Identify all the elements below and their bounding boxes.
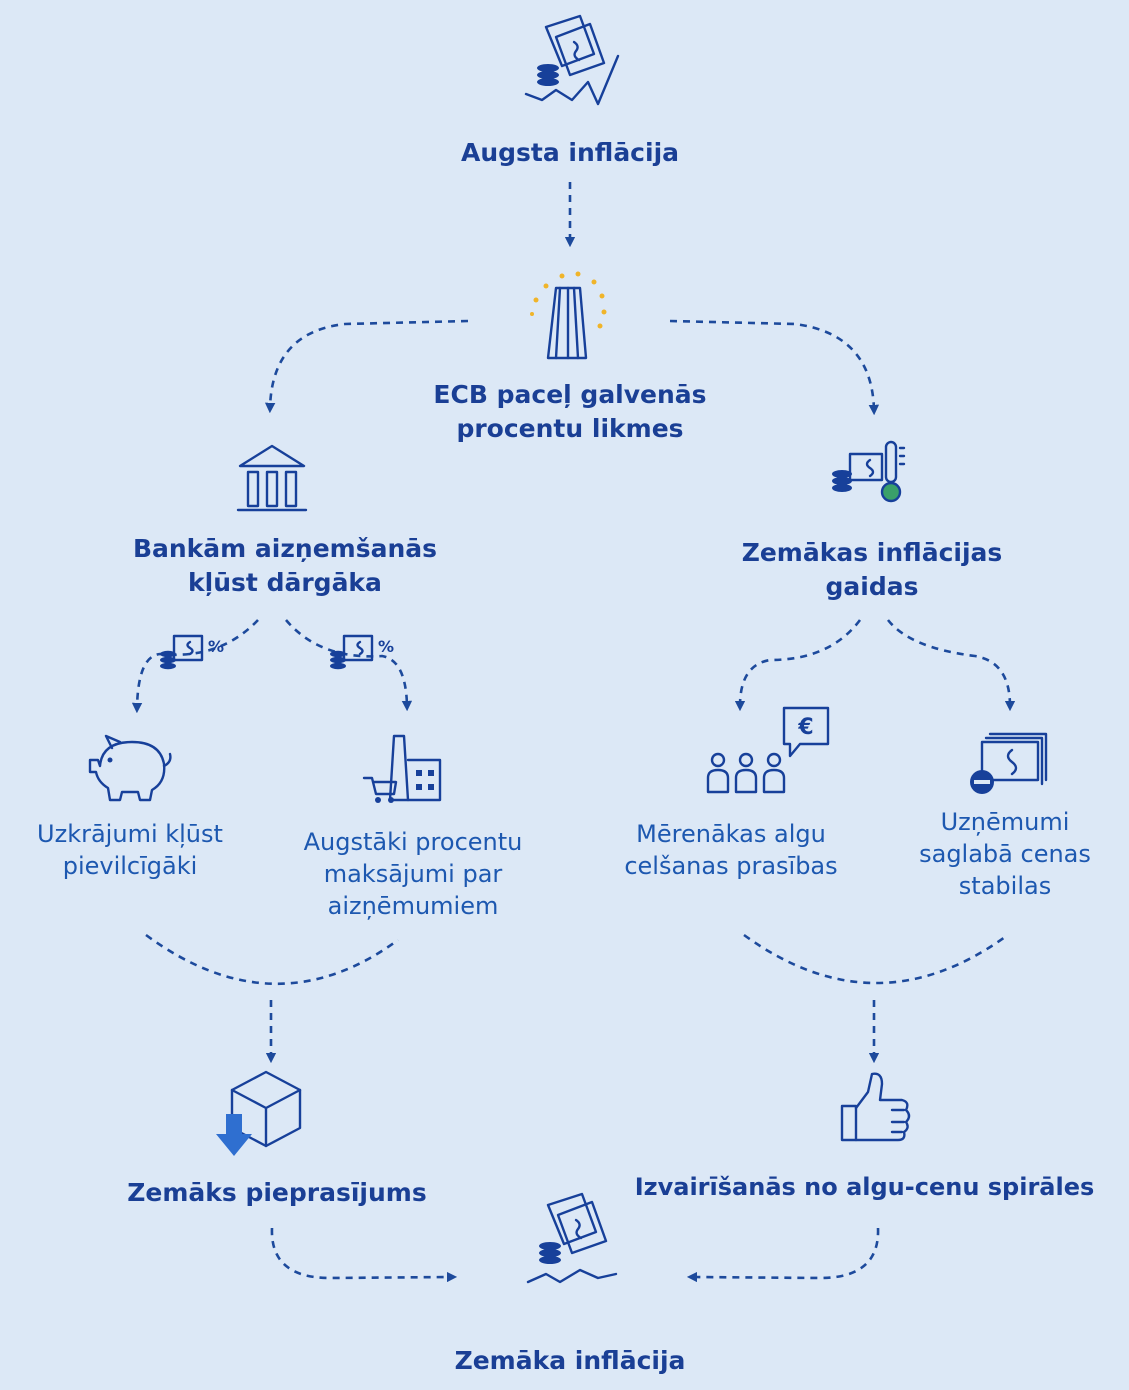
- top-label-text: Augsta inflācija: [460, 138, 680, 167]
- node-label-ecb: ECB paceļ galvenās procentu likmes: [370, 378, 770, 446]
- savings-label-line2: pievilcīgāki: [62, 852, 198, 880]
- edge-ecb-to-expectations: [669, 319, 880, 416]
- bank-building-icon: [236, 444, 308, 512]
- firms-label-line3: stabilas: [958, 872, 1052, 900]
- expectations-label-line2: gaidas: [825, 572, 919, 601]
- edge-spiral-to-bottom: [686, 1227, 880, 1283]
- node-label-demand: Zemāks pieprasījums: [77, 1176, 477, 1210]
- node-label-bottom: Zemāka inflācija: [370, 1344, 770, 1378]
- firms-label-line1: Uzņēmumi: [940, 808, 1070, 836]
- percent-money-icon-left: %: [160, 634, 224, 670]
- euro-sign: €: [797, 715, 813, 740]
- percent-label-right: %: [378, 637, 394, 656]
- bottom-label-text: Zemāka inflācija: [454, 1346, 686, 1375]
- edge-savings-loans-merge: [145, 933, 399, 986]
- node-label-spiral: Izvairīšanās no algu-cenu spirāles: [600, 1170, 1129, 1204]
- loans-label-line2: maksājumi par: [323, 860, 503, 888]
- money-thermometer-icon: [832, 440, 906, 503]
- node-label-loans: Augstāki procentu maksājumi par aizņēmum…: [278, 826, 548, 922]
- money-stack-icon: [970, 732, 1048, 794]
- edge-banks-to-loans: [285, 619, 413, 712]
- node-label-banks: Bankām aizņemšanās kļūst dārgāka: [85, 532, 485, 600]
- edge-expectations-to-firms: [886, 619, 1016, 712]
- percent-label-left: %: [208, 637, 224, 656]
- piggy-bank-icon: [88, 734, 172, 802]
- node-label-firms: Uzņēmumi saglabā cenas stabilas: [890, 806, 1120, 902]
- wages-label-line2: celšanas prasības: [624, 852, 838, 880]
- money-coins-chart-down-icon: [526, 1192, 618, 1284]
- people-euro-bubble-icon: €: [706, 706, 830, 794]
- node-label-top: Augsta inflācija: [370, 136, 770, 170]
- loans-label-line3: aizņēmumiem: [327, 892, 499, 920]
- box-down-arrow-icon: [216, 1070, 302, 1156]
- percent-money-icon-right: %: [330, 634, 394, 670]
- ecb-label-line2: procentu likmes: [456, 414, 684, 443]
- spiral-label-text: Izvairīšanās no algu-cenu spirāles: [634, 1173, 1095, 1201]
- edge-banks-to-savings: [131, 619, 259, 714]
- banks-label-line1: Bankām aizņemšanās: [132, 534, 438, 563]
- ecb-label-line1: ECB paceļ galvenās: [433, 380, 707, 409]
- thumbs-up-icon: [840, 1072, 911, 1142]
- savings-label-line1: Uzkrājumi kļūst: [37, 820, 223, 848]
- node-label-savings: Uzkrājumi kļūst pievilcīgāki: [0, 818, 260, 882]
- edge-demand-to-bottom: [270, 1227, 458, 1283]
- wages-label-line1: Mērenākas algu: [636, 820, 826, 848]
- banks-label-line2: kļūst dārgāka: [188, 568, 382, 597]
- node-label-expectations: Zemākas inflācijas gaidas: [672, 536, 1072, 604]
- edge-wages-firms-merge: [743, 933, 1006, 985]
- firms-label-line2: saglabā cenas: [919, 840, 1091, 868]
- expectations-label-line1: Zemākas inflācijas: [741, 538, 1003, 567]
- ecb-tower-stars-icon: [530, 271, 607, 360]
- node-label-wages: Mērenākas algu celšanas prasības: [596, 818, 866, 882]
- demand-label-text: Zemāks pieprasījums: [127, 1178, 427, 1207]
- edge-expectations-to-wages: [734, 619, 862, 712]
- loans-label-line1: Augstāki procentu: [303, 828, 523, 856]
- factory-cart-icon: [362, 734, 442, 803]
- money-coins-chart-up-icon: [524, 14, 620, 106]
